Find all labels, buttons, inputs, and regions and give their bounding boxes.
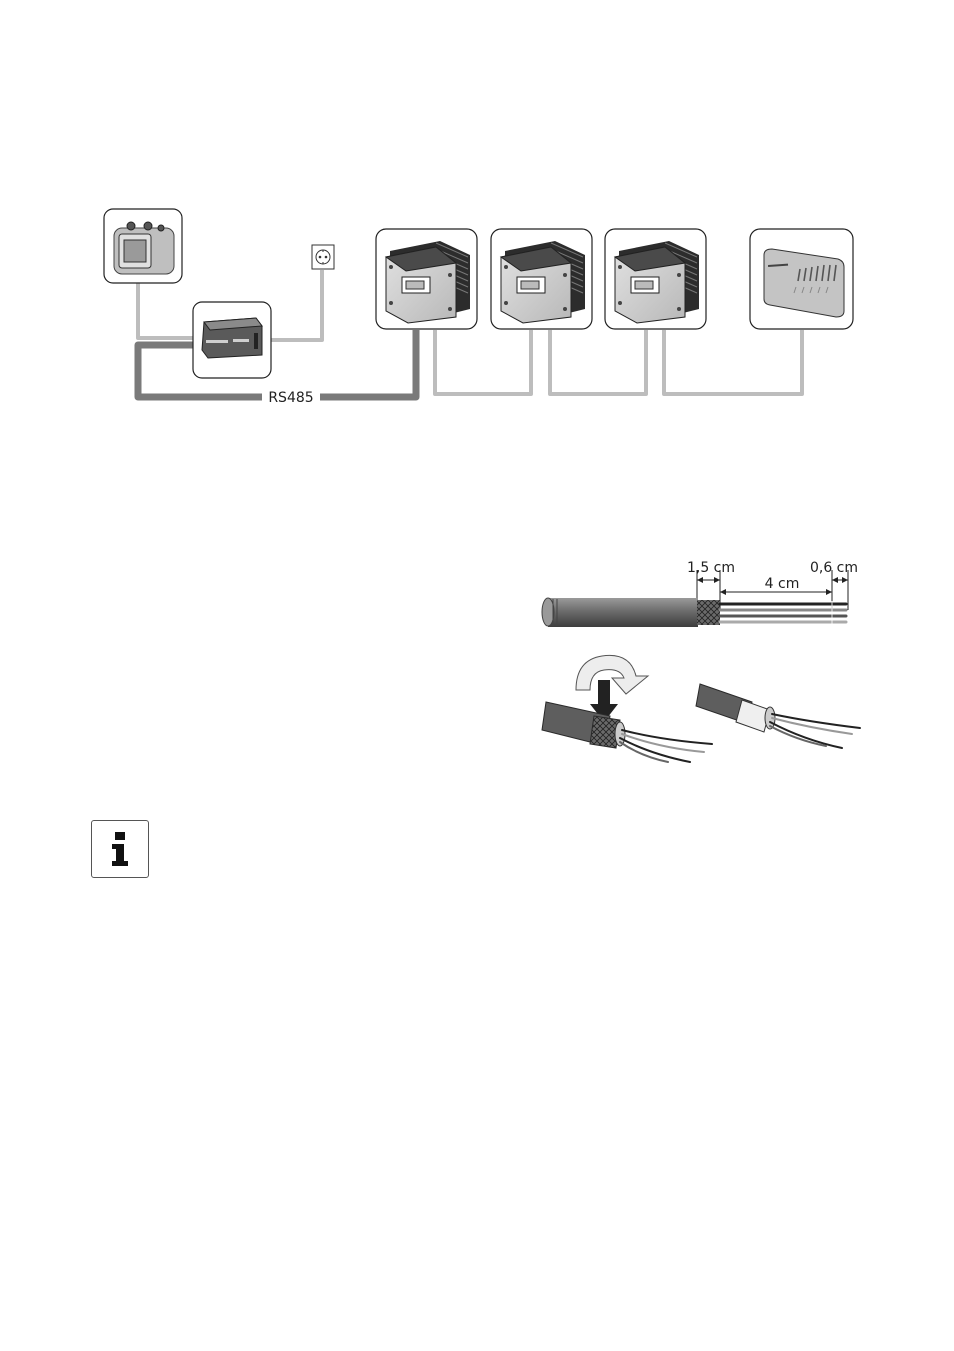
- data-logger-unit: [749, 228, 854, 330]
- rs485-label: RS485: [268, 390, 313, 406]
- fold-back-arrow-icon: [575, 654, 650, 722]
- display-unit: [103, 208, 183, 284]
- power-injector-unit: [192, 301, 272, 379]
- power-socket-icon: [311, 244, 335, 270]
- cable-shield-folded: [541, 701, 713, 763]
- stripped-cable: [541, 597, 848, 627]
- inverter-3: [604, 228, 707, 330]
- rs485-bus-line: [134, 330, 420, 401]
- inverter-2: [490, 228, 593, 330]
- info-glyph: [112, 832, 128, 866]
- rs485-label-bg: [262, 386, 320, 408]
- power-cables: [136, 270, 804, 396]
- dim-label-2: 4 cm: [765, 576, 800, 592]
- dimension-arrows: [697, 577, 848, 595]
- dim-label-1: 1,5 cm: [687, 560, 735, 576]
- cable-with-sleeve: [695, 683, 861, 749]
- dim-label-3: 0,6 cm: [810, 560, 858, 576]
- inverter-1: [375, 228, 478, 330]
- info-icon: [91, 820, 149, 878]
